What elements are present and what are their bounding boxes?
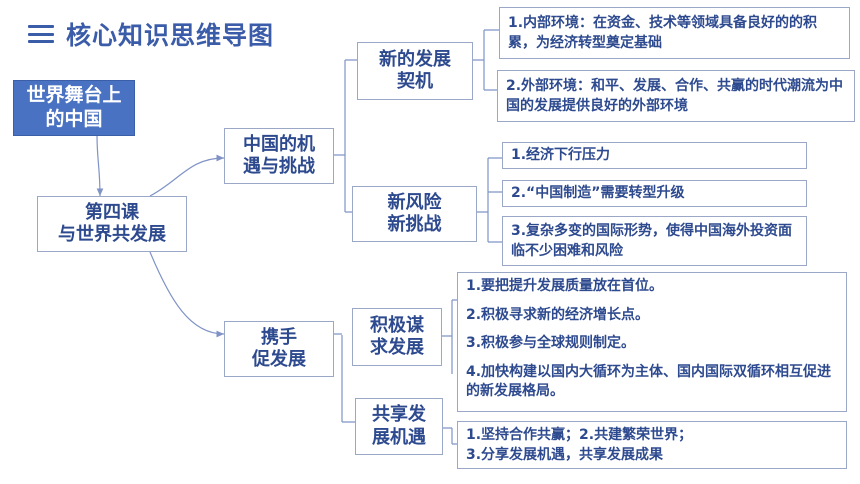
link-root-lesson — [96, 134, 104, 197]
page-title: 核心知识思维导图 — [66, 21, 275, 50]
list-item: 2.积极寻求新的经济增长点。 — [466, 306, 650, 323]
seek-development-node: 积极谋 求发展 — [352, 308, 442, 366]
bracket-seek-dev — [442, 299, 457, 374]
link-lesson-opportunity — [149, 154, 225, 197]
list-item: 1.坚持合作共赢；2.共建繁荣世界； — [466, 427, 693, 443]
new-challenge-node: 新风险 新挑战 — [352, 186, 477, 242]
bracket-new-opportunity — [473, 29, 499, 91]
lesson-node: 第四课 与世界共发展 — [37, 196, 187, 252]
list-item: 3.积极参与全球规则制定。 — [466, 335, 636, 352]
link-lesson-promote — [149, 251, 225, 338]
seek-development-list: 1.要把提升发展质量放在首位。 2.积极寻求新的经济增长点。 3.积极参与全球规… — [457, 272, 847, 412]
opportunity-challenge-node: 中国的机 遇与挑战 — [224, 128, 334, 184]
share-opportunity-node: 共享发 展机遇 — [355, 398, 443, 455]
promote-development-node: 携手 促发展 — [224, 321, 334, 377]
challenge-3-leaf: 3.复杂多变的国际形势，使得中国海外投资面临不少困难和风险 — [502, 216, 807, 266]
internal-environment-leaf: 1.内部环境：在资金、技术等领域具备良好的的积累，为经济转型奠定基础 — [499, 7, 850, 59]
root-node: 世界舞台上 的中国 — [13, 80, 135, 136]
bracket-new-challenge — [477, 157, 502, 243]
challenge-2-leaf: 2.“中国制造”需要转型升级 — [502, 180, 807, 207]
challenge-1-leaf: 1.经济下行压力 — [502, 142, 807, 169]
new-opportunity-node: 新的发展 契机 — [357, 42, 473, 100]
bracket-promote — [333, 333, 355, 423]
bracket-share-opp — [443, 427, 457, 445]
header: 核心知识思维导图 — [28, 14, 274, 54]
external-environment-leaf: 2.外部环境：和平、发展、合作、共赢的时代潮流为中国的发展提供良好的外部环境 — [497, 70, 855, 122]
share-opportunity-list: 1.坚持合作共赢；2.共建繁荣世界； 3.分享发展机遇，共享发展成果 — [457, 421, 847, 469]
menu-icon — [28, 25, 54, 43]
list-item: 4.加快构建以国内大循环为主体、国内国际双循环相互促进的新发展格局。 — [466, 363, 832, 400]
list-item: 1.要把提升发展质量放在首位。 — [466, 278, 664, 294]
bracket-opportunity — [333, 59, 357, 213]
list-item: 3.分享发展机遇，共享发展成果 — [466, 446, 664, 463]
